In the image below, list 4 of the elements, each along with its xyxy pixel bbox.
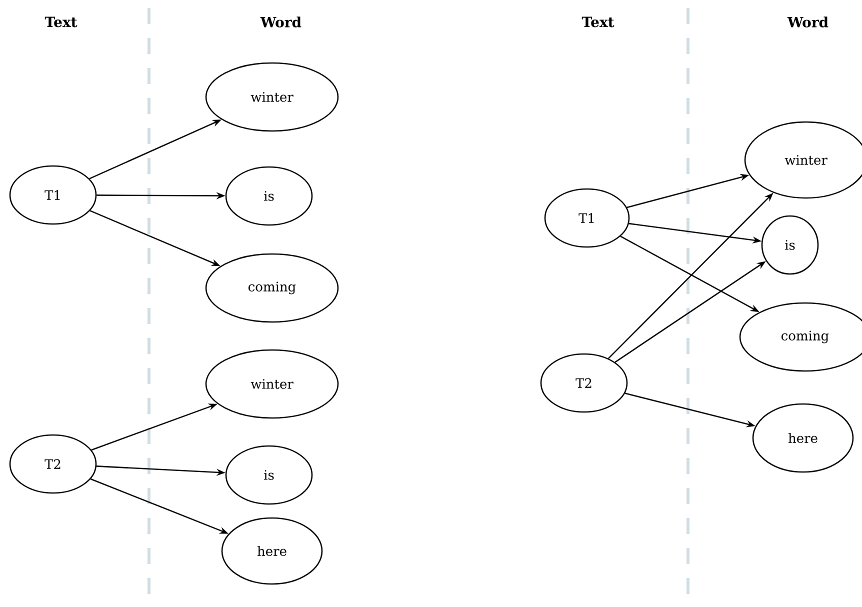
column-heading: Word xyxy=(260,16,302,28)
column-heading: Text xyxy=(582,16,614,28)
column-heading: Word xyxy=(787,16,828,28)
column-heading: Text xyxy=(44,16,78,28)
